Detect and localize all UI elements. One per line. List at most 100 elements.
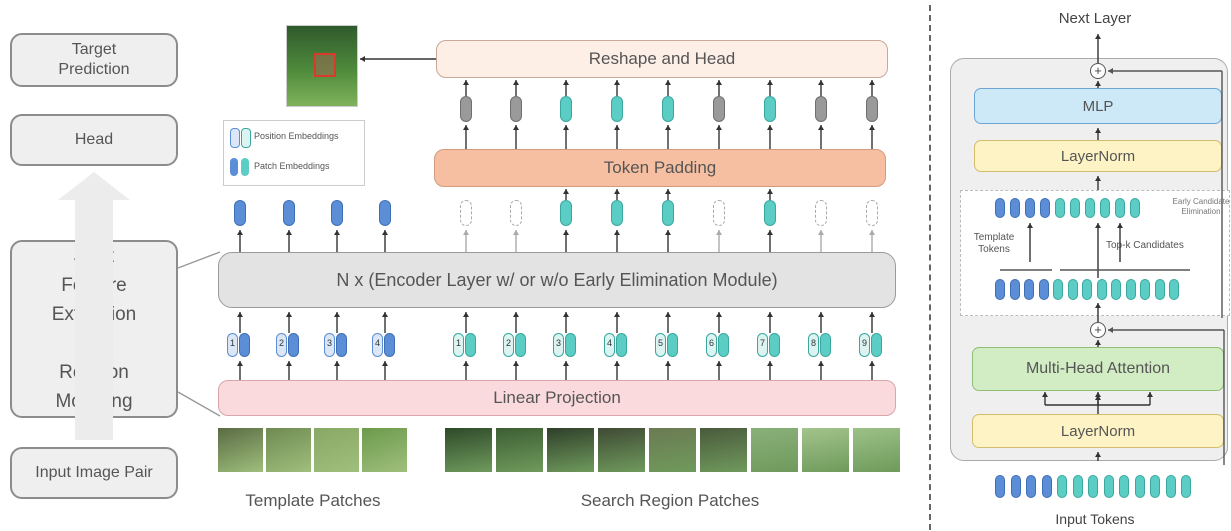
padded-token <box>815 96 827 122</box>
position-embedding-legend-icon-2 <box>241 128 251 148</box>
early-elimination-region <box>960 190 1230 316</box>
padding-to-token-arrow-head <box>716 125 722 130</box>
legend-patch-label: Patch Embeddings <box>254 161 330 171</box>
panel-input-token <box>1150 475 1160 498</box>
elimination-output-token <box>1025 198 1035 218</box>
residual-add-bottom-symbol: + <box>1094 322 1102 337</box>
template-selection-arrow-head <box>1027 223 1033 228</box>
encoder-to-output-arrow-head <box>614 230 620 235</box>
panel-separator <box>929 5 931 530</box>
projection-to-token-arrow-head <box>513 361 519 366</box>
padding-to-token-arrow-head <box>563 125 569 130</box>
encoder-output-template-token <box>379 200 391 226</box>
template-patch-token <box>384 333 395 357</box>
search-patch <box>648 427 697 473</box>
position-embedding-token: 7 <box>757 333 768 357</box>
encoder-to-output-arrow-head <box>382 230 388 235</box>
add-to-next-layer-arrow-head <box>1095 34 1101 39</box>
projection-to-token-arrow-head <box>614 361 620 366</box>
search-patch <box>801 427 850 473</box>
token-to-reshape-arrow-head <box>869 80 875 85</box>
encoder-to-output-arrow-head <box>513 230 519 235</box>
eliminated-search-token <box>815 200 827 226</box>
elimination-input-token <box>1053 279 1063 300</box>
add-to-elimination-arrow-head <box>1095 303 1101 308</box>
padded-token <box>662 96 674 122</box>
projection-to-token-arrow-head <box>869 361 875 366</box>
position-embedding-legend-icon <box>230 128 240 148</box>
head-box: Head <box>10 114 178 166</box>
token-to-reshape-arrow-head <box>513 80 519 85</box>
projection-to-token-arrow-head <box>767 361 773 366</box>
position-embedding-token: 8 <box>808 333 819 357</box>
encoder-to-output-arrow-head <box>286 230 292 235</box>
padding-to-token-arrow-head <box>513 125 519 130</box>
kept-search-token <box>560 200 572 226</box>
padded-token <box>510 96 522 122</box>
token-to-reshape-arrow-head <box>818 80 824 85</box>
position-embedding-token: 3 <box>324 333 335 357</box>
left-stack-flow-arrow <box>58 172 130 440</box>
residual-bottom-arrow-head <box>1108 327 1113 333</box>
head-label: Head <box>74 131 114 148</box>
search-patch-token <box>465 333 476 357</box>
template-token-number: 2 <box>278 338 284 348</box>
padding-to-token-arrow-head <box>767 125 773 130</box>
token-to-reshape-arrow-head <box>463 80 469 85</box>
target-prediction-box: Target Prediction <box>10 33 178 87</box>
position-embedding-token: 4 <box>372 333 383 357</box>
search-patch-token <box>667 333 678 357</box>
layernorm-to-mlp-arrow-head <box>1095 128 1101 133</box>
elimination-input-token <box>1125 279 1136 300</box>
early-elimination-label: Early Candidate Elimination <box>1172 197 1230 216</box>
token-to-reshape-arrow-head <box>665 80 671 85</box>
token-to-reshape-arrow-head <box>767 80 773 85</box>
layernorm-bottom-box: LayerNorm <box>972 414 1224 448</box>
elimination-output-token <box>1085 198 1095 218</box>
template-token-number: 3 <box>326 338 332 348</box>
padding-to-token-arrow-head <box>614 125 620 130</box>
token-to-encoder-arrow-head <box>767 312 773 317</box>
encoder-layer-box: N x (Encoder Layer w/ or w/o Early Elimi… <box>218 252 896 308</box>
legend-box: Position Embeddings Patch Embeddings <box>223 120 365 186</box>
kept-search-token <box>611 200 623 226</box>
template-patch-token <box>288 333 299 357</box>
padded-token <box>866 96 878 122</box>
elimination-output-token <box>1010 198 1020 218</box>
residual-add-top: + <box>1090 63 1106 79</box>
layernorm-bottom-label: LayerNorm <box>1060 422 1136 440</box>
encoder-to-output-arrow-head <box>237 230 243 235</box>
token-to-reshape-arrow-head <box>563 80 569 85</box>
token-to-encoder-arrow-head <box>463 312 469 317</box>
position-embedding-token: 2 <box>276 333 287 357</box>
input-to-layernorm-arrow-head <box>1095 452 1101 457</box>
template-patch-token <box>239 333 250 357</box>
target-bounding-box <box>314 53 336 77</box>
reshape-to-image-arrow-head <box>360 56 365 62</box>
panel-input-token <box>995 475 1005 498</box>
elimination-output-token <box>1115 198 1125 218</box>
search-patch <box>597 427 646 473</box>
token-to-encoder-arrow-head <box>513 312 519 317</box>
panel-input-token <box>1165 475 1176 498</box>
panel-input-token <box>1134 475 1145 498</box>
mlp-to-add-arrow-head <box>1095 81 1101 86</box>
elimination-flow-arrow-head <box>1095 223 1101 228</box>
encoder-to-output-arrow-head <box>716 230 722 235</box>
elimination-output-token <box>995 198 1005 218</box>
joint-to-projection-connector <box>177 391 221 417</box>
elimination-output-token <box>1055 198 1065 218</box>
search-patch-token <box>871 333 882 357</box>
elimination-input-token <box>1169 279 1179 300</box>
token-to-reshape-arrow-head <box>716 80 722 85</box>
residual-add-top-symbol: + <box>1094 63 1102 78</box>
template-token-number: 1 <box>229 338 235 348</box>
eliminated-search-token <box>866 200 878 226</box>
search-patch <box>444 427 493 473</box>
template-patch <box>361 427 408 473</box>
projection-to-token-arrow-head <box>463 361 469 366</box>
projection-to-token-arrow-head <box>334 361 340 366</box>
projection-to-token-arrow-head <box>563 361 569 366</box>
search-token-number: 8 <box>810 338 816 348</box>
